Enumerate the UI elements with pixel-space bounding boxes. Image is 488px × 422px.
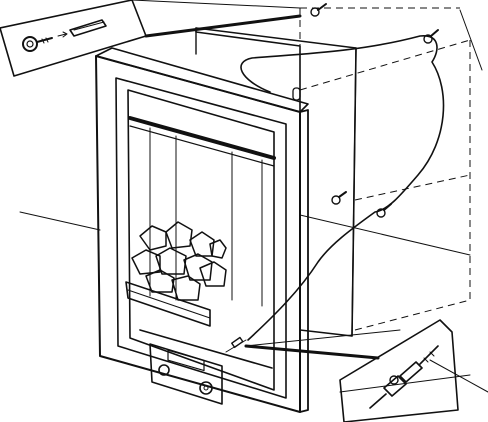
screw-mid-right <box>423 29 439 44</box>
control-panel <box>139 329 273 405</box>
screw-lower-right <box>376 203 392 218</box>
screw-panel-left <box>331 191 347 205</box>
plug-top-panel <box>292 87 301 101</box>
coal-bed <box>125 221 227 327</box>
pipe-fitting <box>231 336 244 349</box>
backing-panel <box>195 27 357 337</box>
detail-inset-pipe-connection <box>244 319 459 422</box>
fire-frame <box>95 47 309 413</box>
gas-supply-pipe <box>240 35 445 341</box>
firebox-opening <box>149 127 263 307</box>
detail-inset-screw-and-plug <box>0 0 302 77</box>
screw-top <box>310 3 327 17</box>
